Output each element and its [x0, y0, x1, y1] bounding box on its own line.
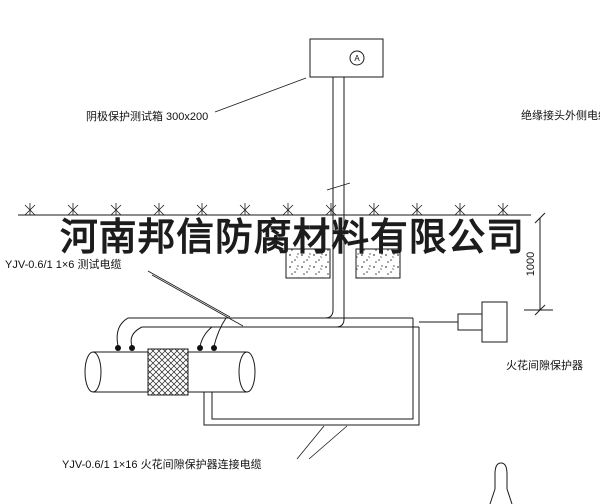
- leader-line-connection-cable-2: [308, 425, 348, 460]
- test-box-pole: [326, 77, 351, 215]
- test-box-label: 阴极保护测试箱 300x200: [86, 109, 208, 123]
- weld-dot: [129, 345, 135, 351]
- test-cables: [116, 215, 419, 347]
- test-box: A: [309, 38, 384, 78]
- dimension-label: 1000: [525, 252, 537, 276]
- dimension-line: 1000: [524, 212, 553, 316]
- pipe-support-symbol: [489, 462, 513, 504]
- ground-hatch-marks: [24, 202, 509, 216]
- leader-line-connection-cable-1: [296, 425, 325, 460]
- leader-line-test-cable-1: [147, 270, 231, 318]
- ammeter-letter: A: [354, 54, 360, 63]
- concrete-block-left: [285, 248, 331, 279]
- weld-dot: [115, 345, 121, 351]
- spark-gap-protector: [457, 301, 508, 343]
- spark-gap-cable: [203, 318, 458, 426]
- spark-gap-label: 火花间隙保护器: [506, 358, 583, 372]
- ammeter-icon: [349, 50, 365, 66]
- watermark-text: 河南邦信防腐材料有限公司: [60, 217, 525, 259]
- concrete-block-right: [355, 248, 401, 279]
- weld-dots: [115, 345, 217, 351]
- leader-line-test-cable-2: [151, 274, 244, 327]
- insulated-joint-cable-label: 绝缘接头外侧电缆: [521, 108, 600, 122]
- leader-line-test-box: [214, 77, 307, 113]
- weld-dot: [197, 345, 203, 351]
- connection-cable-label: YJV-0.6/1 1×16 火花间隙保护器连接电缆: [62, 457, 262, 471]
- test-cable-label: YJV-0.6/1 1×6 测试电缆: [5, 258, 121, 271]
- weld-dot: [211, 345, 217, 351]
- pipe-sleeve-hatch: [147, 348, 189, 396]
- pole-break-mark: [326, 182, 351, 191]
